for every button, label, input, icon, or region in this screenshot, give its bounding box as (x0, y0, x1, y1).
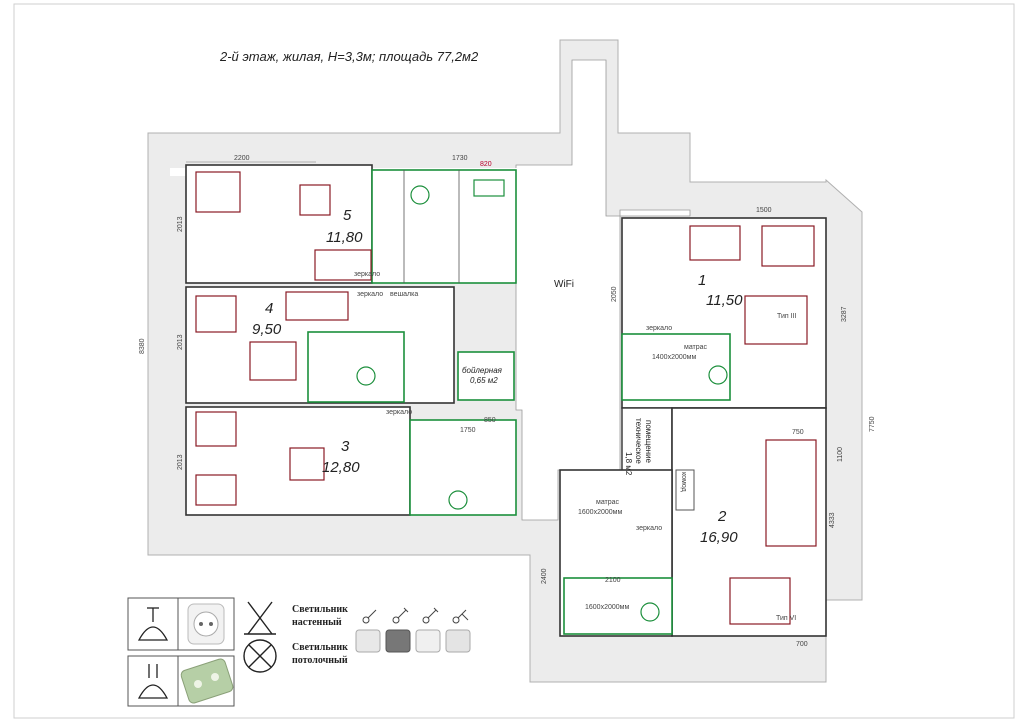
armchair-icon (195, 474, 237, 506)
armchair-icon (195, 411, 237, 447)
wall-lamp-label-2: настенный (292, 617, 342, 628)
dim-1750: 1750 (460, 427, 476, 434)
room-1-number: 1 (698, 272, 706, 289)
room-3-number: 3 (341, 438, 350, 455)
toilet-icon (708, 365, 728, 385)
mattress-size: 1600х2000мм (578, 509, 622, 516)
wall-socket-symbol-icon (137, 607, 169, 641)
mattress-label: матрас (596, 499, 620, 506)
mirror-label: зеркало (354, 271, 380, 278)
armchair-icon (195, 171, 241, 213)
mirror-label: зеркало (386, 409, 412, 416)
dim-2013: 2013 (177, 216, 184, 232)
room-3-area: 12,80 (322, 459, 360, 476)
room-labels: 5 11,80 4 9,50 3 12,80 1 11,50 2 16,90 б… (252, 207, 743, 546)
type-6-label: Тип VI (776, 615, 796, 622)
drawing-frame (13, 3, 1015, 719)
dim-3287: 3287 (841, 306, 848, 322)
armchair-icon (729, 577, 791, 625)
tech-room-label-1: техническое (634, 418, 643, 464)
table-icon (249, 341, 297, 381)
dim-8380: 8380 (139, 338, 146, 354)
wall-lamp-icon (244, 601, 276, 635)
bed-icon (765, 439, 817, 547)
ceiling-lamp-icon (243, 639, 277, 673)
room-4 (185, 286, 515, 404)
dim-7750: 7750 (869, 416, 876, 432)
boiler-room-area: 0,65 м2 (470, 376, 498, 385)
dresser-label: комод (680, 472, 687, 492)
dim-700: 700 (796, 641, 808, 648)
dim-2100: 2100 (605, 577, 621, 584)
room-5-number: 5 (343, 207, 352, 224)
tech-room-area: 1,8 м2 (624, 452, 633, 476)
dresser-icon (675, 469, 695, 511)
table-icon (761, 225, 815, 267)
room-2-area: 16,90 (700, 529, 738, 546)
dim-750: 750 (792, 429, 804, 436)
dim-2050: 2050 (611, 286, 618, 302)
switch-symbols (362, 607, 469, 624)
boiler-room (457, 351, 515, 401)
room-5-area: 11,80 (326, 229, 363, 246)
dim-820: 820 (480, 161, 492, 168)
room-1-area: 11,50 (706, 292, 743, 309)
mattress-size: 1400х2000мм (652, 354, 696, 361)
dim-2200: 2200 (234, 155, 250, 162)
toilet-icon (410, 185, 430, 205)
ceiling-lamp-label-1: Светильник (292, 642, 348, 653)
ceiling-lamp-label-2: потолочный (292, 655, 348, 666)
switch-photos (355, 629, 471, 653)
mirror-label: зеркало (636, 525, 662, 532)
table-icon (299, 184, 331, 216)
table-icon (289, 447, 325, 481)
bed-icon (744, 295, 808, 345)
wall-lamp-label-1: Светильник (292, 604, 348, 615)
wall-socket-icon (187, 603, 225, 645)
dim-1730: 1730 (452, 155, 468, 162)
bed-icon (285, 291, 349, 321)
legend: Светильник настенный Светильник потолочн… (127, 597, 471, 707)
toilet-icon (356, 366, 376, 386)
room-4-number: 4 (265, 300, 273, 317)
room-2 (559, 407, 827, 637)
dim-2013: 2013 (177, 334, 184, 350)
dim-2013: 2013 (177, 454, 184, 470)
dim-1500: 1500 (756, 207, 772, 214)
mattress-size: 1600х2000мм (585, 604, 629, 611)
room-3 (185, 406, 517, 516)
dim-850: 850 (484, 417, 496, 424)
hanger-label: вешалка (390, 291, 418, 298)
boiler-room-label: бойлерная (462, 366, 503, 375)
bed-icon (314, 249, 372, 281)
toilet-icon (448, 490, 468, 510)
plan-title: 2-й этаж, жилая, H=3,3м; площадь 77,2м2 (219, 49, 479, 64)
armchair-icon (195, 295, 237, 333)
dim-4333: 4333 (829, 512, 836, 528)
wifi-label: WiFi (554, 279, 574, 290)
toilet-icon (640, 602, 660, 622)
double-socket-icon (180, 658, 234, 704)
armchair-icon (689, 225, 741, 261)
room-4-area: 9,50 (252, 321, 282, 338)
annotations: зеркало зеркало вешалка зеркало зеркало … (354, 271, 797, 622)
sink-icon (473, 179, 505, 197)
mirror-label: зеркало (646, 325, 672, 332)
room-2-number: 2 (717, 508, 727, 525)
double-socket-symbol-icon (137, 664, 169, 699)
type-3-label: Тип III (777, 313, 797, 320)
room-5 (185, 164, 517, 284)
mattress-label: матрас (684, 344, 708, 351)
mirror-label: зеркало (357, 291, 383, 298)
dimensions: 2200 1730 820 2013 2013 2013 8380 1500 3… (139, 155, 876, 648)
dim-1100: 1100 (837, 447, 844, 462)
dim-2400: 2400 (541, 568, 548, 584)
tech-room-label-2: помещение (644, 420, 653, 464)
